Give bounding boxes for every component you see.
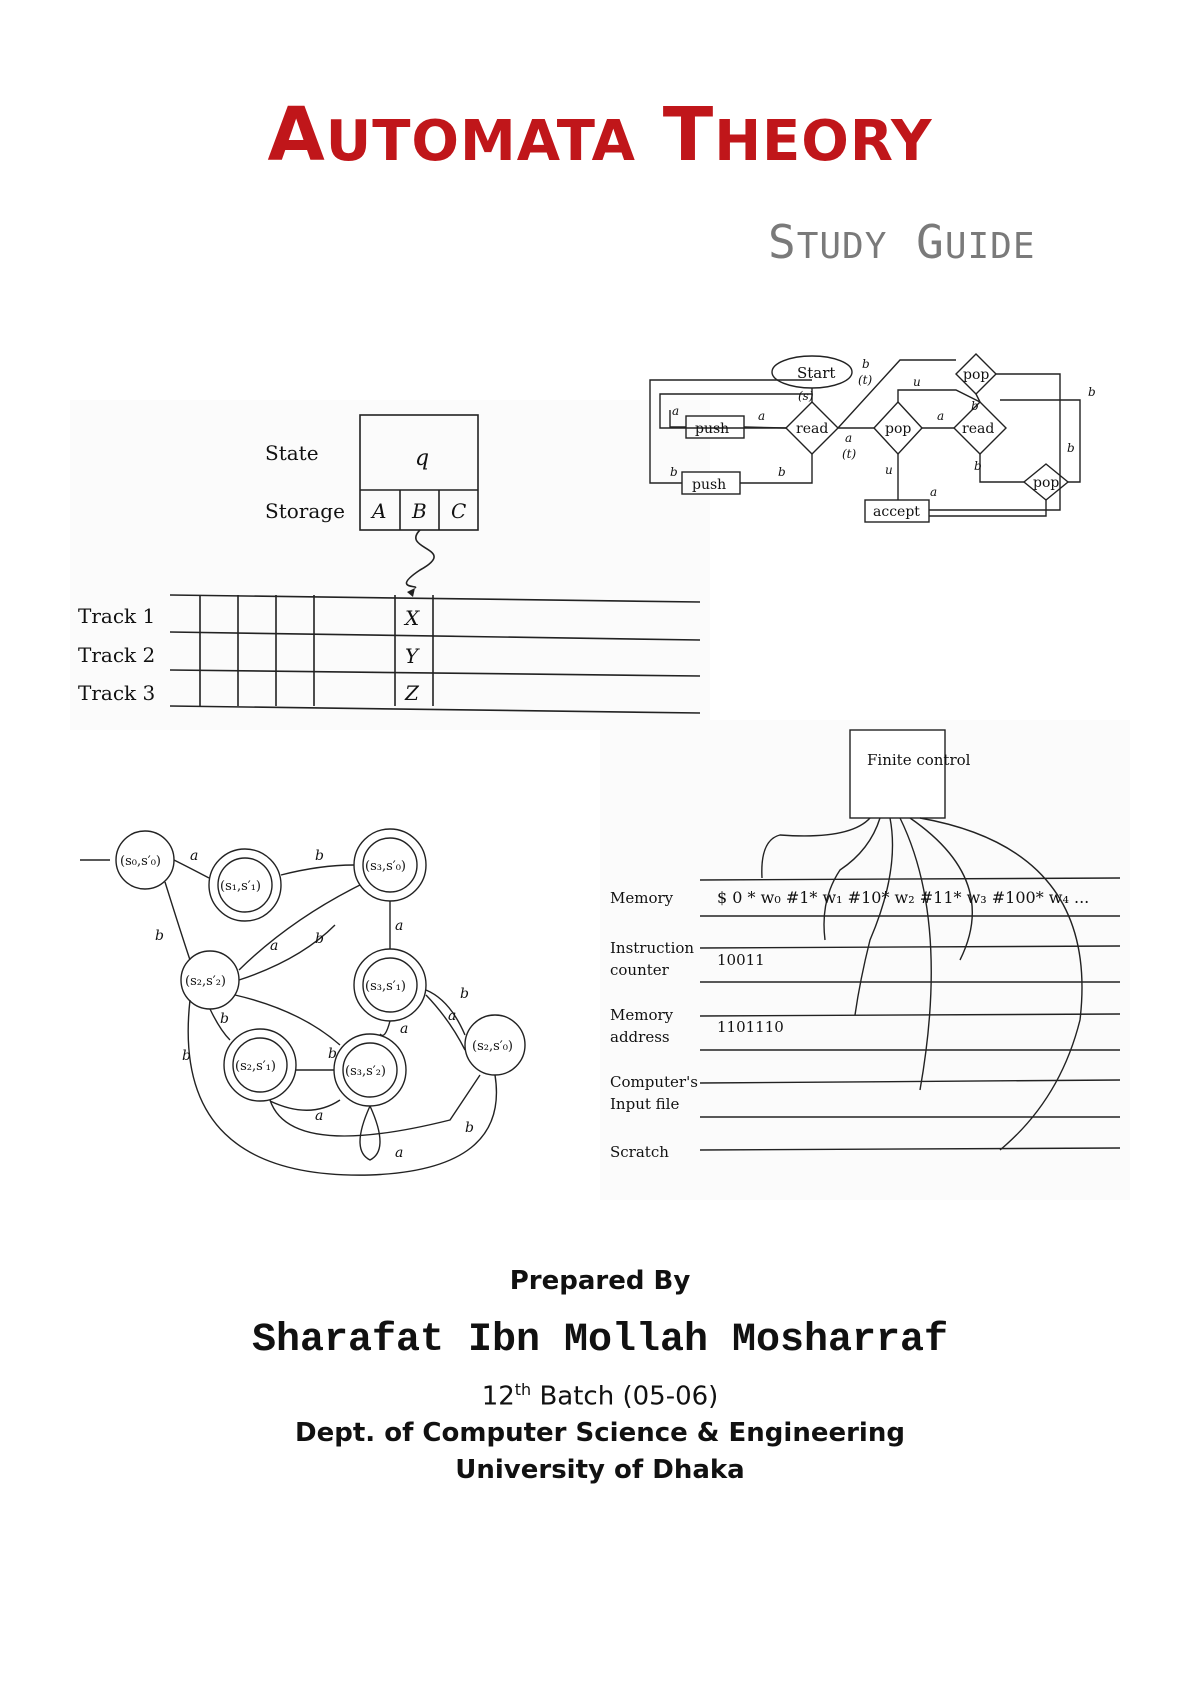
pda-edge-label: u (885, 463, 893, 477)
dfa-edge-label: a (270, 938, 278, 954)
storage-cell-b: B (411, 499, 427, 523)
pda-pop-3: pop (1033, 475, 1059, 491)
dfa-state: (s₃,s′₂) (345, 1064, 386, 1079)
ram-row-label: address (610, 1028, 670, 1046)
dfa-edge-label: b (460, 986, 469, 1002)
author-name: Sharafat Ibn Mollah Mosharraf (251, 1318, 949, 1363)
dfa-state: (s₁,s′₁) (220, 879, 261, 894)
dfa-state: (s₂,s′₁) (235, 1059, 276, 1074)
ram-simulation-figure: Finite control Memory Instruction counte… (600, 720, 1130, 1200)
title-cap-1: A (267, 92, 326, 178)
dfa-edge-label: b (220, 1011, 229, 1027)
dfa-state: (s₃,s′₀) (365, 859, 406, 874)
storage-cell-a: A (370, 499, 386, 523)
pda-pop-2: pop (963, 367, 989, 383)
pda-edge-label: a (758, 409, 765, 423)
ram-row-label: Computer's (610, 1073, 698, 1091)
university: University of Dhaka (455, 1455, 745, 1485)
dfa-state: (s₂,s′₀) (472, 1039, 513, 1054)
dfa-edge-label: b (182, 1048, 191, 1064)
department: Dept. of Computer Science & Engineering (295, 1418, 905, 1448)
batch-suffix: th (514, 1380, 532, 1399)
dfa-state: (s₀,s′₀) (120, 854, 161, 869)
pda-flowchart-figure: Start read read pop pop pop push push ac… (649, 353, 1096, 523)
dfa-edge-label: b (465, 1120, 474, 1136)
pda-read-2: read (962, 421, 994, 437)
track-3-symbol: Z (404, 681, 420, 705)
multitrack-tm-figure: State Storage q A B C Track 1 Track 2 Tr… (70, 400, 710, 730)
pda-edge-label: b (862, 357, 870, 371)
product-dfa-figure: (s₀,s′₀) (s₁,s′₁) (s₃,s′₀) (s₂,s′₂) (s₃,… (80, 828, 526, 1176)
dfa-edge-label: b (328, 1046, 337, 1062)
finite-control-label: Finite control (867, 751, 971, 769)
ram-row-label: Instruction (610, 939, 694, 957)
title-rest-1: UTOMATA (325, 109, 636, 174)
ram-row-label: Scratch (610, 1143, 669, 1161)
pda-edge-label: a (845, 431, 852, 445)
title-rest-2: HEORY (714, 109, 933, 174)
pda-edge-label: u (913, 375, 921, 389)
pda-edge-label: a (672, 404, 679, 418)
pda-edge-label: (t) (842, 447, 857, 461)
pda-pop-1: pop (885, 421, 911, 437)
dfa-edge-label: a (190, 848, 198, 864)
pda-read-1: read (796, 421, 828, 437)
ram-memory-value: $ 0 * w₀ #1* w₁ #10* w₂ #11* w₃ #100* w₄… (717, 888, 1089, 907)
pda-edge-label: (s) (798, 389, 814, 403)
pda-push-2: push (692, 477, 726, 493)
dfa-state: (s₂,s′₂) (185, 974, 226, 989)
subtitle-cap-2: G (916, 215, 945, 269)
prepared-by-label: Prepared By (509, 1266, 691, 1296)
ram-row-label: counter (610, 961, 670, 979)
ram-row-label: Memory (610, 1006, 674, 1024)
document-subtitle: STUDY GUIDE (768, 215, 1036, 269)
pda-edge-label: b (670, 465, 678, 479)
dfa-state: (s₃,s′₁) (365, 979, 406, 994)
track-1-label: Track 1 (78, 604, 155, 628)
track-1-symbol: X (403, 606, 420, 630)
pda-edge-label: (t) (858, 373, 873, 387)
batch-line: 12th Batch (05-06) (0, 1380, 1200, 1412)
pda-start: Start (797, 364, 835, 382)
ram-row-label: Memory (610, 889, 674, 907)
pda-push-1: push (695, 421, 729, 437)
ram-instruction-counter-value: 10011 (717, 951, 765, 969)
storage-cell-c: C (451, 499, 466, 523)
state-label: State (265, 441, 319, 465)
pda-edge-label: a (937, 409, 944, 423)
pda-edge-label: b (1088, 385, 1096, 399)
subtitle-cap-1: S (768, 215, 797, 269)
dfa-edge-label: b (315, 848, 324, 864)
dfa-edge-label: a (400, 1021, 408, 1037)
dfa-edge-label: a (315, 1108, 323, 1124)
pda-edge-label: b (971, 399, 979, 413)
ram-row-label: Input file (610, 1095, 679, 1113)
pda-edge-label: a (930, 485, 937, 499)
dfa-edge-label: a (395, 1145, 403, 1161)
track-2-label: Track 2 (78, 643, 155, 667)
subtitle-rest-2: UIDE (944, 226, 1036, 267)
document-title: AUTOMATA THEORY (0, 92, 1200, 178)
pda-edge-label: b (778, 465, 786, 479)
batch-number: 12 (481, 1381, 515, 1412)
dfa-edge-label: a (448, 1008, 456, 1024)
track-3-label: Track 3 (78, 681, 155, 705)
pda-accept: accept (873, 504, 920, 520)
title-cap-2: T (662, 92, 715, 178)
pda-edge-label: b (974, 459, 982, 473)
storage-label: Storage (265, 499, 345, 523)
batch-text: Batch (05-06) (531, 1381, 719, 1412)
state-value: q (415, 446, 429, 471)
subtitle-rest-1: TUDY (796, 226, 888, 267)
pda-edge-label: b (1067, 441, 1075, 455)
ram-memory-address-value: 1101110 (717, 1018, 784, 1036)
dfa-edge-label: b (315, 931, 324, 947)
dfa-edge-label: b (155, 928, 164, 944)
dfa-edge-label: a (395, 918, 403, 934)
track-2-symbol: Y (405, 644, 420, 668)
